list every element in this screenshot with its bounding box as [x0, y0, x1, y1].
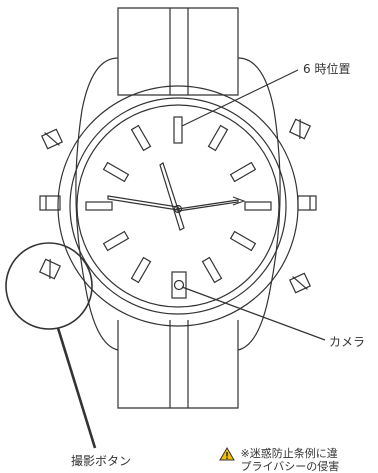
callout-line-six	[181, 69, 299, 127]
crown-left	[39, 195, 61, 211]
strap-top	[117, 7, 239, 96]
pusher-upper-left	[40, 128, 64, 150]
camera-lens	[173, 279, 185, 291]
warning-triangle-icon	[219, 447, 235, 464]
dial	[76, 104, 280, 308]
pusher-lower-right	[288, 272, 312, 294]
privacy-warning: ※迷惑防止条例に違 プライバシーの侵害	[219, 447, 378, 473]
warning-line-2: プライバシーの侵害	[240, 460, 340, 473]
shutter-pusher	[38, 258, 62, 280]
marker-5	[201, 256, 223, 284]
crown-right	[297, 195, 317, 211]
label-six-oclock: 6 時位置	[303, 62, 351, 76]
case-lug-right	[237, 57, 281, 351]
callout-line-shutter	[56, 327, 97, 449]
marker-9	[85, 201, 113, 211]
marker-3	[244, 201, 272, 211]
pusher-upper-right	[288, 118, 312, 140]
second-hand	[177, 199, 239, 212]
camera-window	[171, 271, 187, 299]
marker-12	[173, 116, 183, 144]
warning-line-1: ※迷惑防止条例に違	[240, 447, 338, 460]
shutter-highlight-circle	[5, 242, 93, 330]
callout-line-camera	[181, 286, 326, 341]
center-pin	[173, 204, 183, 214]
label-camera: カメラ	[329, 335, 366, 349]
marker-1	[207, 124, 229, 152]
minute-hand	[107, 195, 179, 211]
case-lug-left	[75, 57, 119, 351]
marker-10	[102, 161, 130, 183]
label-shutter-button: 撮影ボタン	[71, 454, 132, 468]
marker-2	[229, 161, 257, 183]
bezel-inner	[69, 97, 287, 315]
marker-7	[130, 256, 152, 284]
strap-bottom	[117, 320, 239, 409]
marker-8	[102, 230, 130, 252]
marker-4	[229, 230, 257, 252]
marker-11	[130, 124, 152, 152]
hour-hand	[159, 162, 185, 231]
